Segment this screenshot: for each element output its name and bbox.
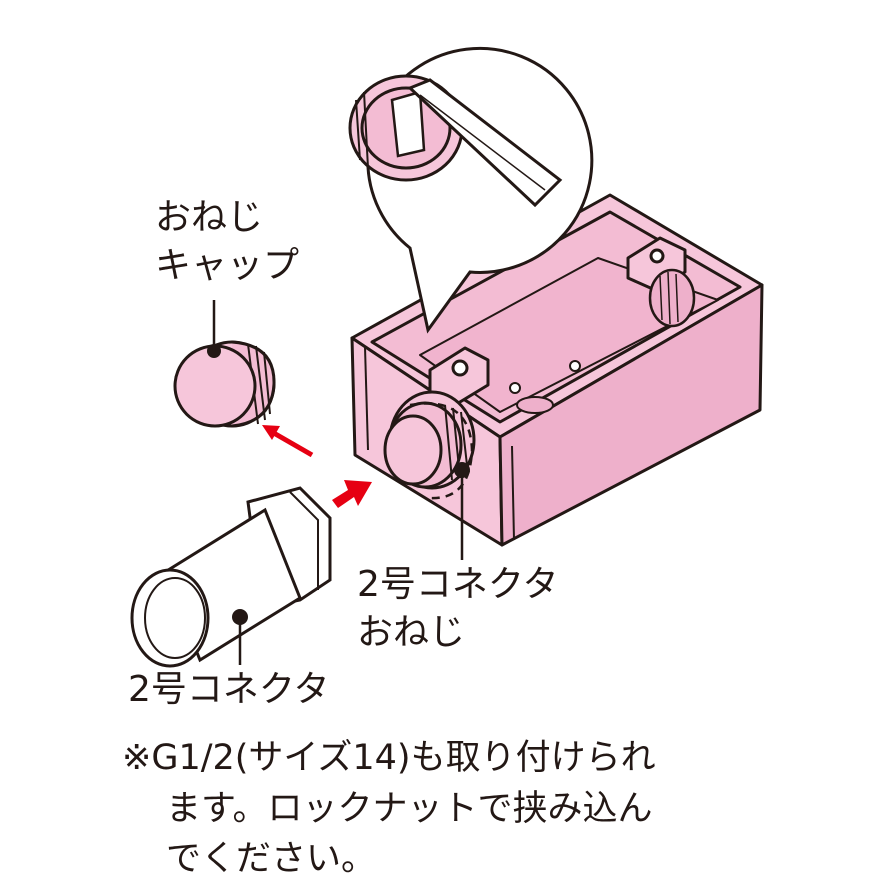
dashed-locknut-outline <box>409 402 474 500</box>
threaded-cap <box>173 340 276 428</box>
connector-mouth <box>130 568 210 668</box>
note-line2: ます。ロックナットで挟み込ん <box>166 789 653 829</box>
assembly-arrows <box>262 425 372 508</box>
label-cap-line1: おねじ <box>155 197 264 238</box>
male-thread-fitting <box>383 390 476 500</box>
box-right-face <box>498 283 764 547</box>
cap-face <box>173 344 257 428</box>
label-cap-line2: キャップ <box>155 245 300 286</box>
slot-in-plug <box>390 90 426 158</box>
note-line3: でください。 <box>166 839 377 879</box>
junction-box <box>350 193 764 547</box>
arrow-remove-cap <box>262 425 314 458</box>
label-male-thread-line1: 2号コネクタ <box>357 564 559 605</box>
leader-lines <box>212 300 464 665</box>
note-line1: ※G1/2(サイズ14)も取り付けられ <box>122 738 656 778</box>
label-connector: 2号コネクタ <box>128 669 330 710</box>
magnified-callout <box>348 46 594 334</box>
arrow-insert-connector <box>332 480 372 508</box>
connector-no2 <box>130 486 332 668</box>
label-male-thread-line2: おねじ <box>357 612 466 653</box>
box-back-port <box>648 268 696 328</box>
